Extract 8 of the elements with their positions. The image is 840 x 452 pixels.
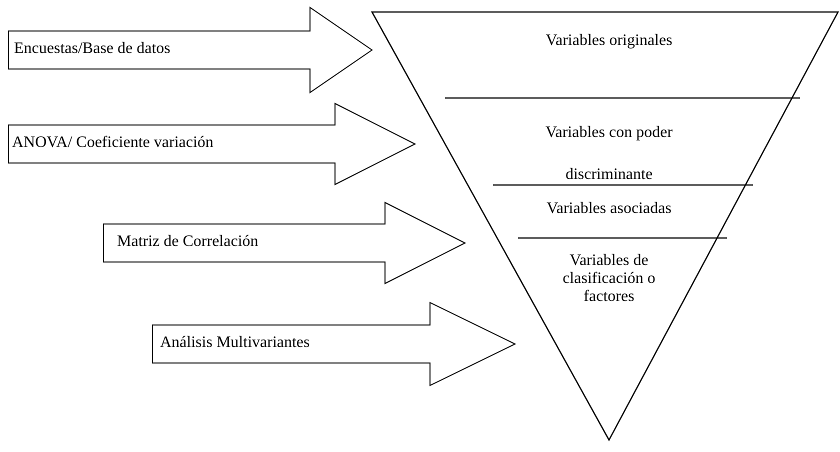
arrow-label: Encuestas/Base de datos (14, 40, 170, 58)
arrow-label: ANOVA/ Coeficiente variación (12, 134, 214, 152)
arrow-label: Matriz de Correlación (117, 233, 258, 251)
layer-label: Variables con poder discriminante (509, 112, 709, 196)
arrow-label: Análisis Multivariantes (160, 334, 310, 352)
layer-label: Variables originales (479, 32, 739, 50)
layer-label: Variables de clasificación o factores (556, 252, 662, 306)
layer-label: Variables asociadas (509, 200, 709, 218)
